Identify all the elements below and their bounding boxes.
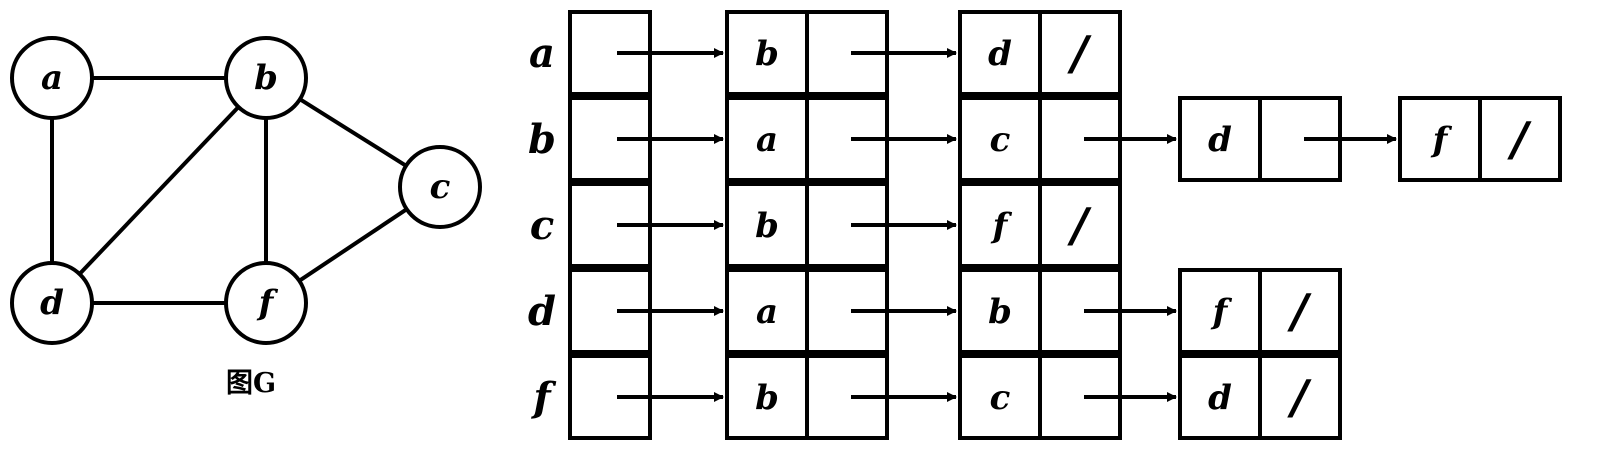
graph-vertices: a b c d f <box>10 36 482 345</box>
row-head-label: c <box>530 202 554 249</box>
list-node-c: c <box>958 354 1177 440</box>
node-value: a <box>756 120 778 160</box>
node-value: b <box>988 292 1012 332</box>
vertex-circle <box>10 36 94 120</box>
vertex-label: f <box>257 283 279 323</box>
node-value: a <box>756 292 778 332</box>
node-value: d <box>1208 378 1232 418</box>
list-node-c: c <box>958 96 1177 182</box>
node-value: f <box>1431 120 1453 160</box>
graph-g: a b c d f 图G <box>10 36 482 399</box>
null-pointer-marker: / <box>1067 26 1092 80</box>
node-value: b <box>755 34 779 74</box>
list-node-b: b <box>725 182 957 268</box>
null-pointer-marker: / <box>1067 198 1092 252</box>
graph-edges <box>50 76 408 305</box>
node-next-cell <box>1038 10 1122 96</box>
node-value: c <box>990 120 1011 160</box>
node-value: f <box>1211 292 1233 332</box>
node-data-cell <box>1398 96 1482 182</box>
node-data-cell <box>958 354 1042 440</box>
vertex-a: a <box>10 36 94 120</box>
row-head-label: a <box>529 30 555 77</box>
node-value: f <box>991 206 1013 246</box>
vertex-f: f <box>224 261 308 345</box>
node-data-cell <box>958 96 1042 182</box>
node-data-cell <box>725 10 809 96</box>
list-node-a: a <box>725 96 957 182</box>
node-next-cell <box>1478 96 1562 182</box>
list-node-f: f/ <box>1178 268 1342 354</box>
list-node-b: b <box>725 10 957 96</box>
vertex-label: d <box>40 283 64 323</box>
node-data-cell <box>958 10 1042 96</box>
vertex-circle <box>224 261 308 345</box>
list-node-b: b <box>958 268 1177 354</box>
vertex-b: b <box>224 36 308 120</box>
node-data-cell <box>725 354 809 440</box>
node-data-cell <box>725 268 809 354</box>
vertex-label: a <box>41 58 63 98</box>
node-value: b <box>755 378 779 418</box>
row-head-label: b <box>528 116 556 163</box>
node-next-cell <box>1038 182 1122 268</box>
list-node-d: d/ <box>958 10 1122 96</box>
list-node-d: d <box>1178 96 1397 182</box>
edge-b-c <box>298 97 408 168</box>
vertex-circle <box>10 261 94 345</box>
vertex-c: c <box>398 145 482 229</box>
row-head-label: d <box>528 288 556 335</box>
null-pointer-marker: / <box>1287 284 1312 338</box>
vertex-label: b <box>254 58 278 98</box>
row-head-label: f <box>530 374 556 421</box>
node-value: c <box>990 378 1011 418</box>
vertex-d: d <box>10 261 94 345</box>
graph-caption: 图G <box>226 368 276 399</box>
node-value: b <box>755 206 779 246</box>
node-value: d <box>988 34 1012 74</box>
edge-b-d <box>78 105 240 276</box>
vertex-circle <box>398 145 482 229</box>
edge-f-c <box>298 207 408 283</box>
node-data-cell <box>1178 354 1262 440</box>
list-node-f: f/ <box>1398 96 1562 182</box>
list-node-a: a <box>725 268 957 354</box>
null-pointer-marker: / <box>1287 370 1312 424</box>
null-pointer-marker: / <box>1507 112 1532 166</box>
vertex-circle <box>224 36 308 120</box>
node-value: d <box>1208 120 1232 160</box>
node-next-cell <box>1258 268 1342 354</box>
list-node-f: f/ <box>958 182 1122 268</box>
node-data-cell <box>1178 96 1262 182</box>
node-next-cell <box>1258 354 1342 440</box>
list-node-d: d/ <box>1178 354 1342 440</box>
node-data-cell <box>725 182 809 268</box>
list-node-b: b <box>725 354 957 440</box>
vertex-label: c <box>430 167 451 207</box>
